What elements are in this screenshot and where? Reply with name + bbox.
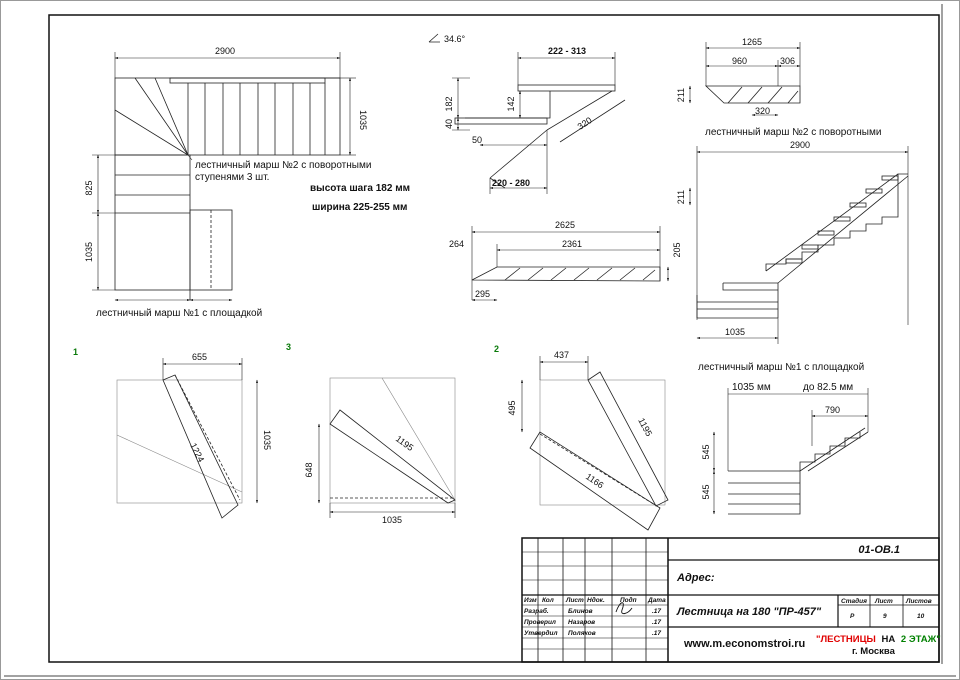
stringer-dim-left: 264 <box>449 239 464 249</box>
detail-dim-top: 222 - 313 <box>548 46 586 56</box>
march1-dim-790: 790 <box>825 405 840 415</box>
step-height-note: высота шага 182 мм <box>310 183 410 194</box>
panel-1-dim-diag: 1224 <box>188 441 206 463</box>
elev-dim-top: 2900 <box>790 140 810 150</box>
name-nazarov: Назаров <box>568 619 595 626</box>
detail-dim-182: 182 <box>444 96 454 111</box>
role-utverdil: Утвердил <box>524 629 558 637</box>
sheet-header: Лист <box>874 598 893 605</box>
name-polyakov: Поляков <box>568 630 596 637</box>
march1-dim-right: до 82.5 мм <box>803 382 853 393</box>
angle-label: 34.6° <box>444 34 466 44</box>
date-row1: .17 <box>652 608 661 615</box>
stage-header: Стадия <box>841 597 867 605</box>
panel-1-dim-top: 655 <box>192 352 207 362</box>
detail-dim-320: 320 <box>576 115 594 132</box>
date-row2: .17 <box>652 619 661 626</box>
winder-elevation <box>704 85 801 104</box>
plan-dim-right: 1035 <box>358 110 368 130</box>
detail-dim-bottom: 220 - 280 <box>492 178 530 188</box>
detail-dim-40: 40 <box>444 119 454 129</box>
panel-3-number: 3 <box>286 342 291 352</box>
stringer-dim-bottom: 295 <box>475 289 490 299</box>
winder-dim-320: 320 <box>755 106 770 116</box>
panel-1-dim-right: 1035 <box>262 430 272 450</box>
sheets-value: 10 <box>917 613 925 620</box>
panel-2-dim-top: 437 <box>554 350 569 360</box>
panel-3-dim-left: 648 <box>304 462 314 477</box>
city: г. Москва <box>852 646 896 657</box>
panel-2-dim-diag1: 1195 <box>636 416 654 438</box>
winder-dim-total: 1265 <box>742 37 762 47</box>
title-block <box>521 537 940 663</box>
panel-3-dim-bottom: 1035 <box>382 515 402 525</box>
brand-part-b: НА <box>882 634 896 645</box>
role-proveril: Проверил <box>524 619 556 626</box>
stringer-long <box>471 266 661 282</box>
stringer-dim-inner: 2361 <box>562 239 582 249</box>
th-izm: Изм <box>524 597 537 604</box>
winder-dim-306: 306 <box>780 56 795 66</box>
elev-dim-211: 211 <box>676 190 686 204</box>
march1-dim-545b: 545 <box>701 484 711 499</box>
march1-dim-left: 1035 мм <box>732 382 771 393</box>
angle-icon <box>428 33 440 43</box>
stringer-dim-total: 2625 <box>555 220 575 230</box>
plan-label-march1: лестничный марш №1 с площадкой <box>96 308 262 319</box>
website: www.m.economstroi.ru <box>683 638 805 650</box>
winder-dim-211: 211 <box>676 88 686 102</box>
plan-view <box>114 77 341 300</box>
caption-march2: лестничный марш №2 с поворотными <box>705 127 881 138</box>
panel-1-number: 1 <box>73 347 78 357</box>
panel-3-dim-diag: 1195 <box>394 434 416 453</box>
sheets-header: Листов <box>905 598 932 605</box>
plan-note-march2: лестничный марш №2 с поворотными <box>195 160 371 171</box>
plan-note-march2-line2: ступенями 3 шт. <box>195 172 269 183</box>
name-blinov: Блинов <box>568 608 593 615</box>
svg-text:"ЛЕСТНИЦЫ НА 2 ЭТАЖ": "ЛЕСТНИЦЫ НА 2 ЭТАЖ" <box>816 634 941 645</box>
role-razrab: Разраб. <box>524 607 549 615</box>
drawing-title: Лестница на 180 "ПР-457" <box>676 606 822 618</box>
drawing-code: 01-ОВ.1 <box>858 544 900 556</box>
brand-part-c: 2 ЭТАЖ" <box>901 634 941 645</box>
panel-2 <box>529 371 669 531</box>
sheet-value: 9 <box>883 613 887 620</box>
caption-march1: лестничный марш №1 с площадкой <box>698 362 864 373</box>
stair-elevation <box>696 173 909 319</box>
th-ndok: Ндок. <box>587 596 605 604</box>
date-row3: .17 <box>652 630 661 637</box>
th-podp: Подп <box>620 596 637 604</box>
winder-dim-960: 960 <box>732 56 747 66</box>
th-kol: Кол <box>542 597 554 604</box>
plan-dim-left-lower: 1035 <box>84 242 94 262</box>
plan-dim-left-upper: 825 <box>84 180 94 195</box>
march1-elevation <box>728 427 869 515</box>
th-list: Лист <box>565 597 584 604</box>
panel-2-dim-left: 495 <box>507 400 517 415</box>
panel-3 <box>329 377 456 504</box>
detail-dim-142: 142 <box>506 96 516 111</box>
elev-dim-bottom: 1035 <box>725 327 745 337</box>
march1-dim-545a: 545 <box>701 444 711 459</box>
panel-2-number: 2 <box>494 344 499 354</box>
step-detail <box>454 84 626 189</box>
address-label: Адрес: <box>676 572 715 584</box>
brand-part-a: "ЛЕСТНИЦЫ <box>816 634 876 645</box>
signature-icon <box>615 602 633 615</box>
plan-dim-top: 2900 <box>215 46 235 56</box>
detail-dim-50: 50 <box>472 135 482 145</box>
stage-value: Р <box>850 613 855 620</box>
panel-1 <box>116 374 243 519</box>
drawing-frame <box>48 14 940 663</box>
th-data: Дата <box>647 597 666 604</box>
stringer-dim-right: 205 <box>672 242 682 257</box>
step-width-note: ширина 225-255 мм <box>312 202 407 213</box>
